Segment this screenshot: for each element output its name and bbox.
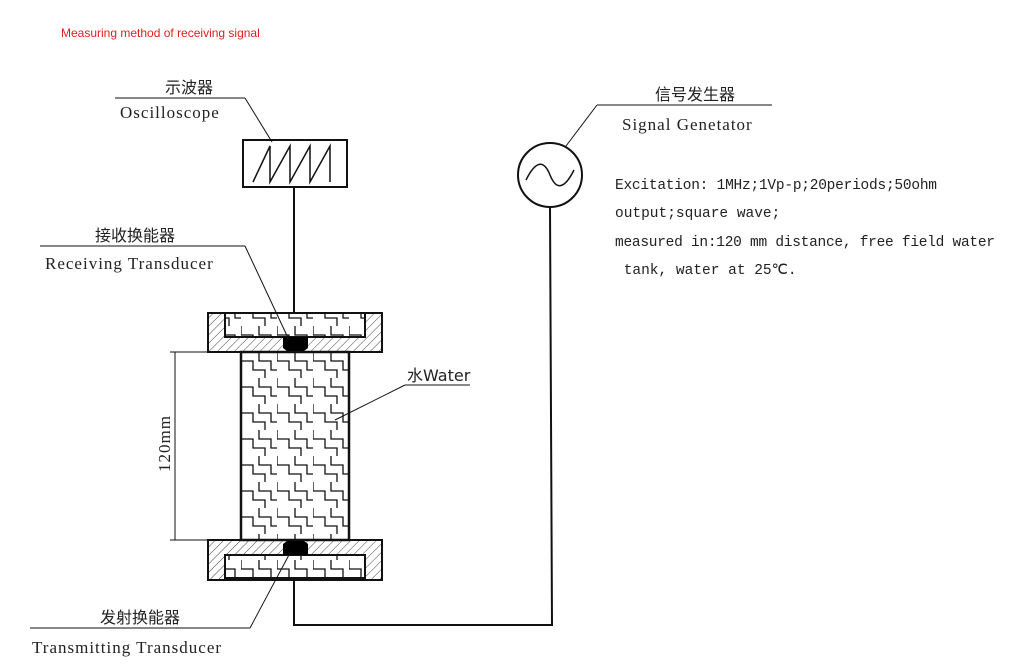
diagram-title: Measuring method of receiving signal: [61, 26, 260, 40]
water-label: 水Water: [407, 366, 471, 385]
note-line: output;square wave;: [615, 206, 780, 222]
signal-generator: [517, 142, 583, 208]
note-line: Excitation: 1MHz;1Vp-p;20periods;50ohm: [615, 178, 937, 194]
note-line: tank, water at 25℃.: [615, 263, 797, 279]
signal-generator-label-en: Signal Genetator: [622, 115, 753, 134]
water-column: [239, 350, 351, 542]
transmitting-transducer-label-cn: 发射换能器: [100, 608, 180, 627]
receiving-transducer-label-cn: 接收换能器: [95, 226, 175, 245]
oscilloscope-label-cn: 示波器: [165, 78, 213, 97]
transmitting-transducer-label-en: Transmitting Transducer: [32, 638, 222, 657]
note-line: measured in:120 mm distance, free field …: [615, 235, 995, 251]
transmitting-transducer: [207, 539, 383, 581]
signal-generator-label-cn: 信号发生器: [655, 85, 735, 104]
receiving-transducer: [207, 312, 383, 353]
oscilloscope: [242, 139, 348, 188]
dimension-line: [170, 351, 241, 541]
dimension-label: 120mm: [155, 415, 174, 472]
oscilloscope-label-en: Oscilloscope: [120, 103, 220, 122]
receiving-transducer-label-en: Receiving Transducer: [45, 254, 214, 273]
excitation-notes: Excitation: 1MHz;1Vp-p;20periods;50ohm o…: [615, 178, 995, 279]
